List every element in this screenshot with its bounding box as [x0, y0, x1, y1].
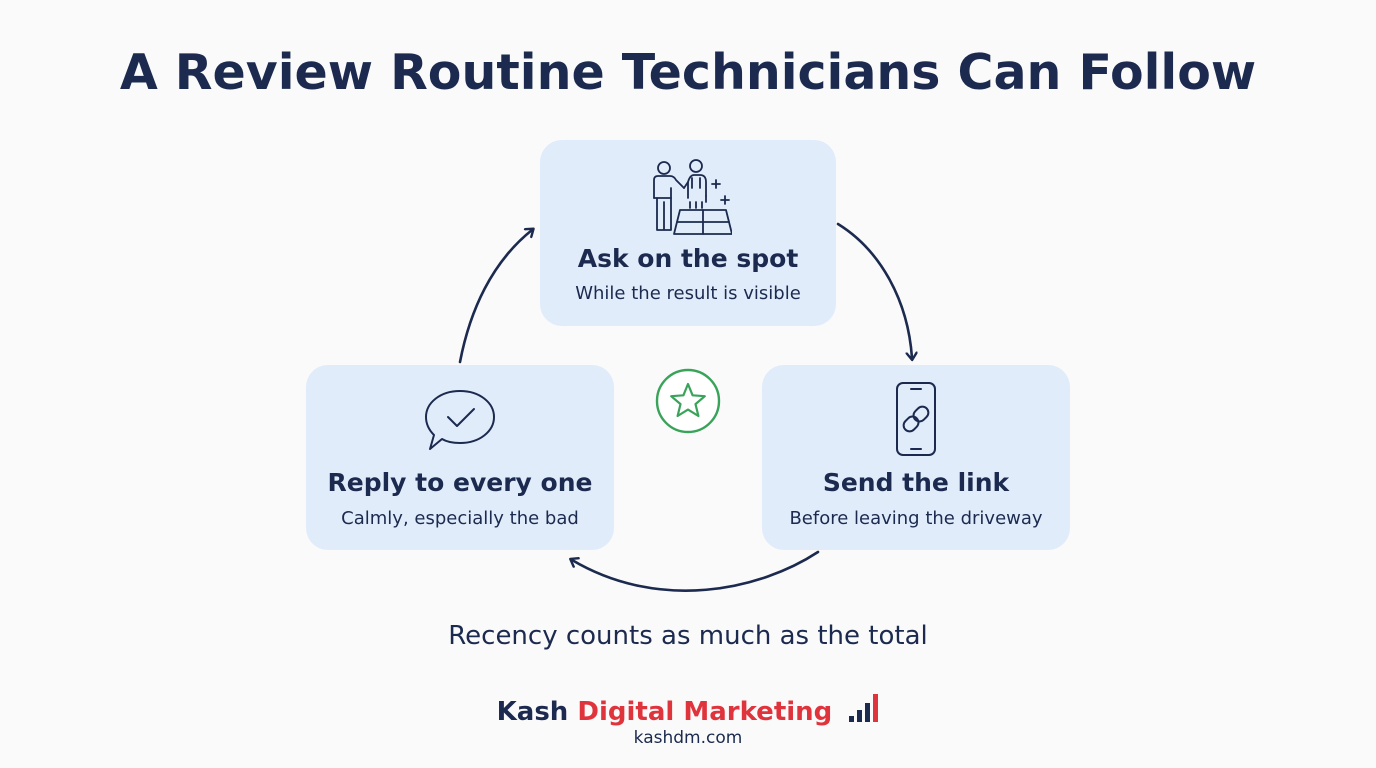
step-subtitle: Calmly, especially the bad [341, 508, 579, 529]
page-title: A Review Routine Technicians Can Follow [119, 44, 1257, 101]
step-card-reply: Reply to every one Calmly, especially th… [306, 365, 614, 550]
step-title: Reply to every one [327, 468, 593, 497]
star-icon [655, 368, 721, 434]
step-card-send-link: Send the link Before leaving the drivewa… [762, 365, 1070, 550]
step-title: Ask on the spot [577, 244, 799, 273]
arrow-top-to-right [836, 222, 912, 358]
phone-link-icon [896, 382, 936, 456]
technicians-handshake-icon [653, 159, 732, 235]
step-subtitle: Before leaving the driveway [789, 508, 1043, 529]
arrow-left-to-top [458, 230, 532, 364]
step-title: Send the link [822, 468, 1010, 497]
arrow-right-to-left [572, 550, 820, 592]
brand-name-part2: Digital Marketing [577, 697, 833, 727]
footnote: Recency counts as much as the total [448, 621, 928, 651]
chat-check-icon [425, 390, 495, 450]
step-subtitle: While the result is visible [575, 283, 801, 304]
website-url: kashdm.com [633, 728, 743, 748]
step-card-ask: Ask on the spot While the result is visi… [540, 140, 836, 326]
brand-name-part1: Kash [496, 697, 569, 727]
brand-logo: Kash Digital Marketing [0, 688, 1376, 727]
bar-chart-icon [849, 694, 879, 722]
